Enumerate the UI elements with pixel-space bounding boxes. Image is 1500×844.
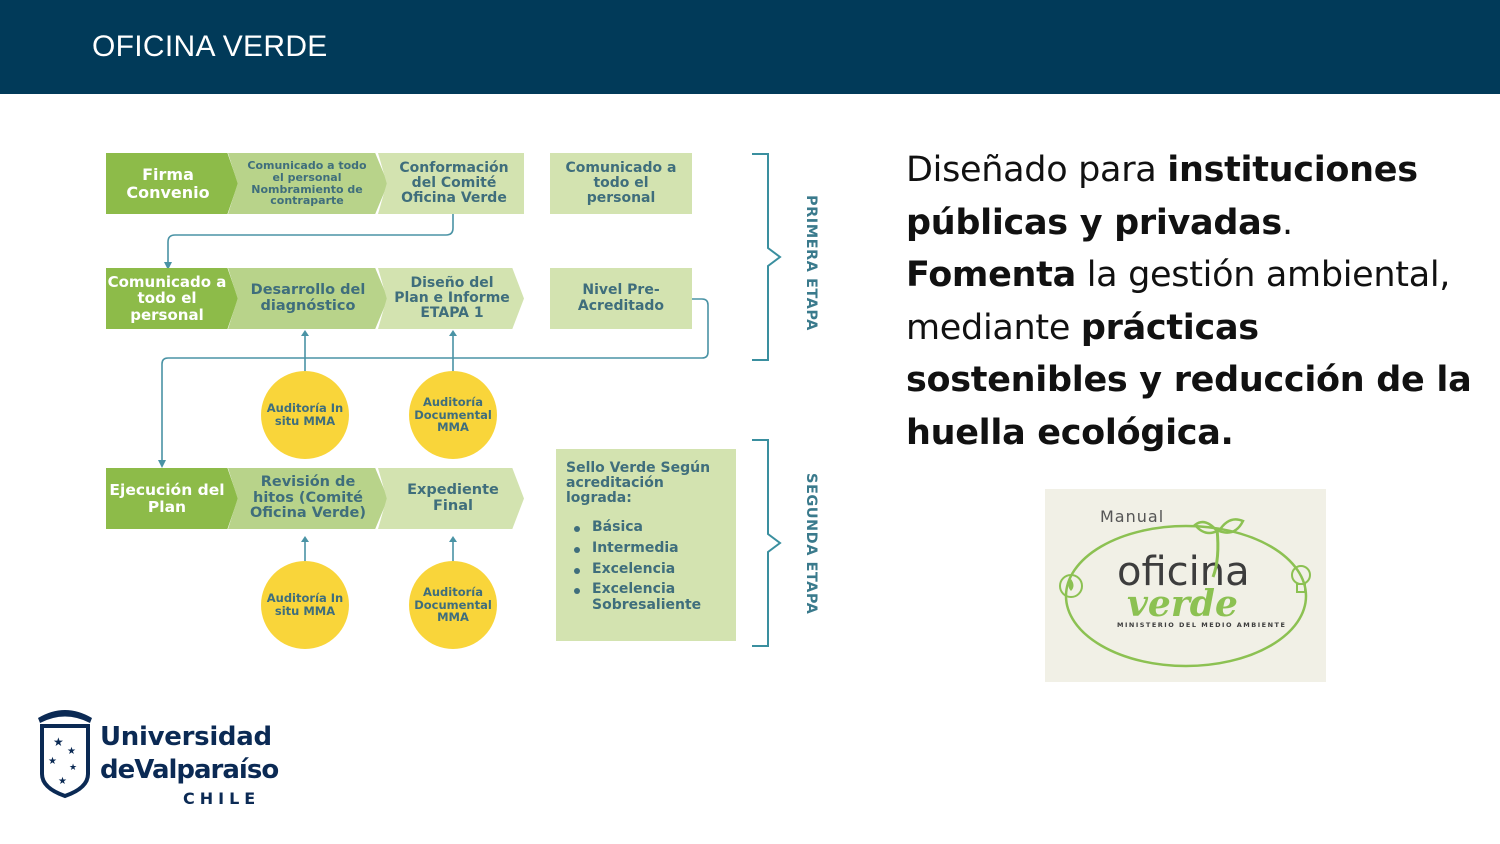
manual-word: Manual: [1100, 507, 1164, 526]
university-country: CHILE: [183, 789, 261, 808]
manual-oficina-verde-logo: Manual oficina verde MINISTERIO DEL MEDI…: [1045, 489, 1326, 682]
university-name-line2: deValparaíso: [100, 755, 279, 785]
description-text: Diseñado para instituciones públicas y p…: [906, 144, 1486, 459]
desc-bold: Fomenta: [906, 255, 1076, 295]
university-crest-icon: ★ ★ ★ ★ ★: [38, 710, 92, 799]
step-firma-convenio: Firma Convenio: [106, 153, 238, 214]
desc-part: Diseñado para: [906, 150, 1168, 190]
svg-text:★: ★: [69, 763, 77, 773]
desc-bold: prácticas sostenibles y reducción de la …: [906, 307, 1472, 453]
svg-text:★: ★: [48, 756, 57, 767]
ministry-text: MINISTERIO DEL MEDIO AMBIENTE: [1117, 621, 1286, 629]
verde-word: verde: [1127, 583, 1238, 625]
connector-row1-row2: [167, 214, 454, 264]
step-comunicado-personal: Comunicado a todo el personal: [106, 268, 238, 329]
step-revision-hitos: Revisión de hitos (Comité Oficina Verde): [228, 468, 388, 529]
page-title: OFICINA VERDE: [92, 30, 328, 63]
desc-bold: instituciones públicas y privadas: [906, 150, 1418, 243]
result-pre-acreditado: Nivel Pre-Acreditado: [550, 268, 692, 329]
step-expediente-final: Expediente Final: [378, 468, 524, 529]
sello-levels-list: Básica Intermedia Excelencia Excelencia …: [566, 520, 726, 613]
sello-level: Básica: [566, 520, 726, 536]
sello-level: Excelencia: [566, 561, 726, 578]
connector-row2-row3: [161, 298, 709, 462]
audit-insitu-1: Auditoría In situ MMA: [261, 371, 349, 459]
oficina-word: oficina: [1117, 549, 1250, 595]
stage-primera: PRIMERA ETAPA: [803, 195, 819, 331]
step-conformacion-comite: Conformación del Comité Oficina Verde: [378, 153, 524, 214]
sello-title: Sello Verde Según acreditación lograda:: [566, 460, 711, 507]
result-comunicado: Comunicado a todo el personal: [550, 153, 692, 214]
sello-level: Excelencia Sobresaliente: [566, 581, 726, 613]
audit-documental-2: Auditoría Documental MMA: [409, 561, 497, 649]
university-name-line1: Universidad: [100, 722, 272, 752]
svg-text:★: ★: [58, 776, 67, 787]
step-diseno-plan: Diseño del Plan e Informe ETAPA 1: [378, 268, 524, 329]
audit-documental-1: Auditoría Documental MMA: [409, 371, 497, 459]
desc-part: la gestión ambiental, mediante: [906, 255, 1451, 348]
audit-insitu-2: Auditoría In situ MMA: [261, 561, 349, 649]
sello-verde-box: Sello Verde Según acreditación lograda: …: [556, 449, 736, 641]
sello-level: Intermedia: [566, 540, 726, 557]
step-comunicado-nombramiento: Comunicado a todo el personal Nombramien…: [228, 153, 388, 214]
stage-segunda: SEGUNDA ETAPA: [803, 473, 819, 615]
desc-part: .: [1281, 202, 1293, 243]
svg-text:★: ★: [53, 735, 64, 749]
svg-text:★: ★: [67, 746, 76, 757]
step-ejecucion-plan: Ejecución del Plan: [106, 468, 238, 529]
step-desarrollo-diagnostico: Desarrollo del diagnóstico: [228, 268, 388, 329]
header-bar: OFICINA VERDE: [0, 0, 1500, 94]
process-connectors: [158, 153, 782, 647]
